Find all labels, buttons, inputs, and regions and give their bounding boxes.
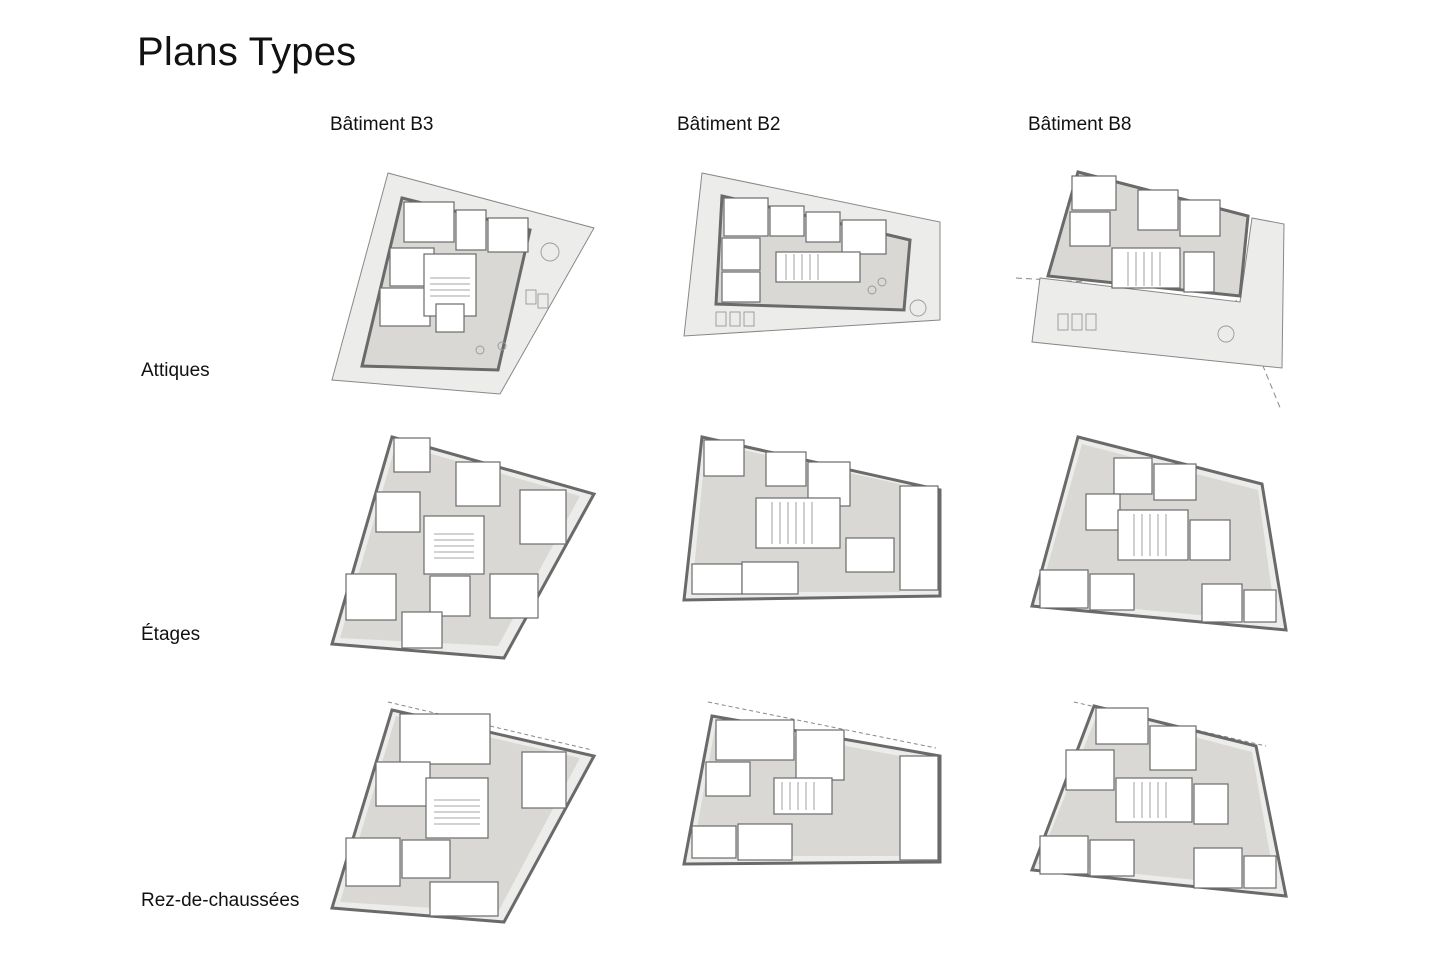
plan-b2-attiques xyxy=(682,170,944,338)
column-heading-b2: Bâtiment B2 xyxy=(677,114,781,135)
plan-b8-attiques xyxy=(1015,170,1286,414)
row-label-attiques: Attiques xyxy=(141,360,210,381)
column-heading-b3: Bâtiment B3 xyxy=(330,114,434,135)
plan-b3-etages xyxy=(330,434,597,662)
row-label-rez: Rez-de-chaussées xyxy=(141,890,300,911)
column-heading-b8: Bâtiment B8 xyxy=(1028,114,1132,135)
plan-b2-rez xyxy=(682,700,944,866)
plan-b3-rez xyxy=(330,700,597,926)
plan-b2-etages xyxy=(682,434,944,604)
plan-b8-etages xyxy=(1026,434,1290,634)
page-title: Plans Types xyxy=(137,30,357,74)
plan-b3-attiques xyxy=(330,170,596,396)
row-label-etages: Étages xyxy=(141,624,201,645)
plan-b8-rez xyxy=(1026,700,1290,900)
